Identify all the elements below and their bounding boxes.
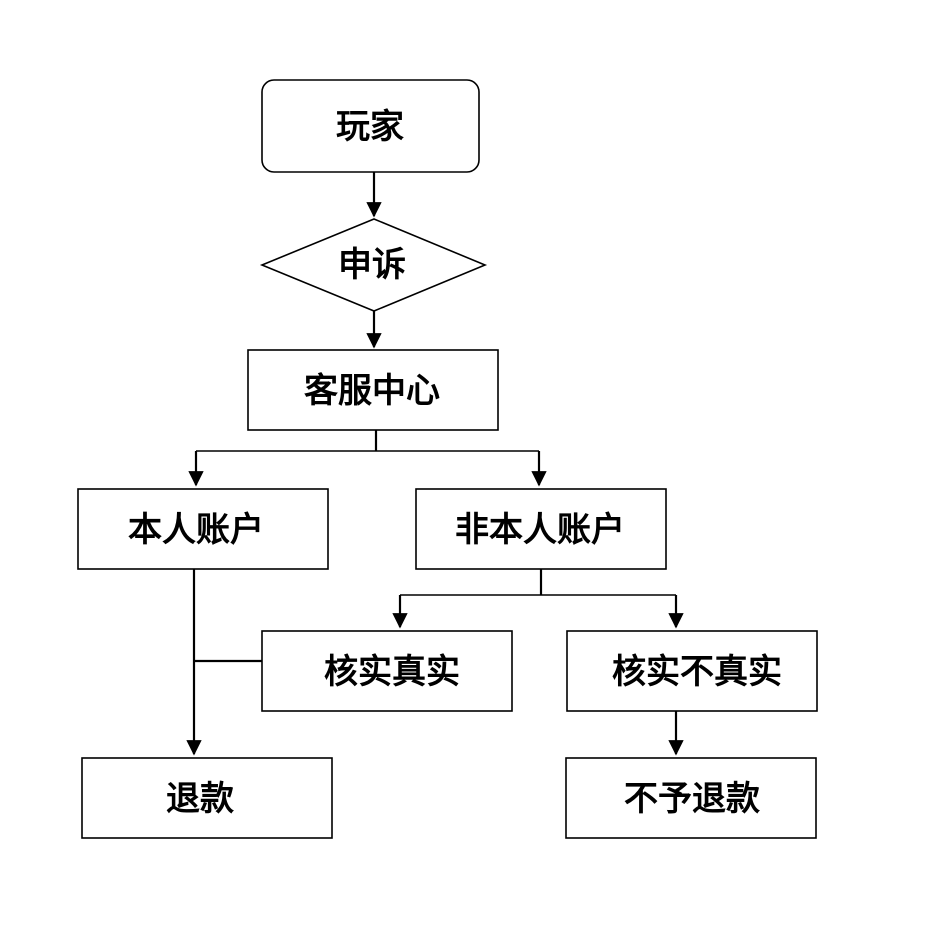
node-verified-true: 核实真实	[261, 630, 513, 712]
node-no-refund-label: 不予退款	[624, 779, 760, 819]
node-player: 玩家	[261, 79, 480, 173]
node-own-account: 本人账户	[77, 488, 329, 570]
node-verified-false-label: 核实不真实	[612, 652, 782, 692]
node-appeal: 申诉	[259, 218, 488, 312]
node-appeal-label: 申诉	[338, 245, 406, 285]
node-service-center-label: 客服中心	[304, 371, 440, 411]
node-refund-label: 退款	[166, 779, 234, 819]
node-player-label: 玩家	[336, 107, 404, 147]
node-service-center: 客服中心	[247, 349, 499, 431]
edge-other-branch	[392, 569, 684, 629]
node-verified-true-label: 核实真实	[324, 652, 460, 692]
node-other-account: 非本人账户	[415, 488, 667, 570]
node-verified-false: 核实不真实	[566, 630, 818, 712]
node-own-account-label: 本人账户	[128, 510, 264, 550]
node-refund: 退款	[81, 757, 333, 839]
edge-service-branch	[188, 430, 547, 487]
node-other-account-label: 非本人账户	[455, 510, 625, 550]
node-no-refund: 不予退款	[565, 757, 817, 839]
